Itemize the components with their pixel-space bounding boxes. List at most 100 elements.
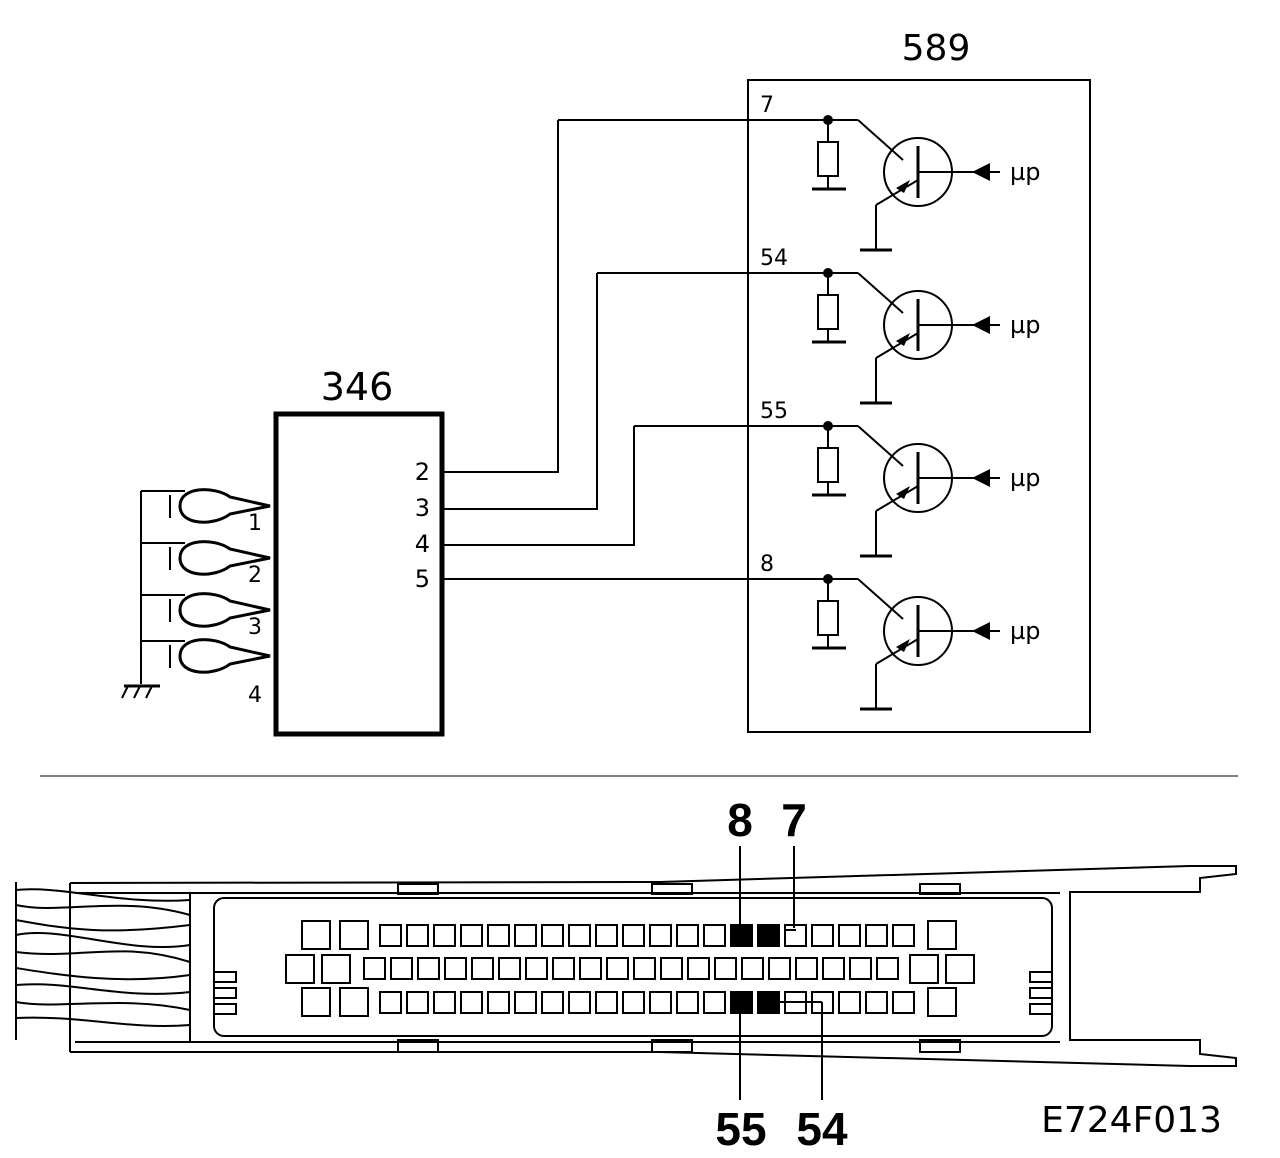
- coil-shape: [178, 488, 271, 524]
- pin: [822, 957, 845, 980]
- pin: [541, 991, 564, 1014]
- wire-harness: [15, 882, 191, 1040]
- resistor: [817, 141, 839, 177]
- large-pin: [909, 954, 939, 984]
- emitter-arrow-icon: [896, 180, 910, 193]
- resistor: [817, 294, 839, 330]
- pin: [363, 957, 386, 980]
- pin: [768, 957, 791, 980]
- driver-stage-4: 8 µp: [748, 552, 1041, 711]
- pin: [703, 991, 726, 1014]
- sensor-coils: 1 2 3 4: [121, 488, 271, 708]
- callout-pin-8: 8: [727, 794, 753, 846]
- arrow-icon: [972, 163, 990, 181]
- pin: [676, 991, 699, 1014]
- pin: [514, 991, 537, 1014]
- pin: [811, 924, 834, 947]
- pin: [568, 991, 591, 1014]
- large-pin: [945, 954, 975, 984]
- pin: [433, 991, 456, 1014]
- pin: [865, 924, 888, 947]
- driver-stage-3: 55 µp: [634, 399, 1041, 558]
- coil-label: 4: [248, 683, 262, 708]
- connector-face: [213, 897, 1053, 1037]
- pin: [390, 957, 413, 980]
- callout-pin-54: 54: [796, 1103, 848, 1155]
- arrow-icon: [972, 469, 990, 487]
- ecu-pin-label: 55: [760, 399, 788, 424]
- emitter-arrow-icon: [896, 333, 910, 346]
- coil-shape: [178, 540, 271, 576]
- pin: [892, 924, 915, 947]
- highlighted-pin: [730, 991, 753, 1014]
- emitter: [875, 179, 919, 206]
- driver-stage-1: 7 µp: [558, 93, 1041, 252]
- pin: [892, 991, 915, 1014]
- pin: [649, 924, 672, 947]
- emitter-arrow-icon: [896, 639, 910, 652]
- pin: [703, 924, 726, 947]
- pin: [444, 957, 467, 980]
- pin: [876, 957, 899, 980]
- large-pin: [927, 987, 957, 1017]
- ground-symbol-icon: [121, 684, 160, 699]
- coil-shape: [178, 592, 271, 628]
- large-pin: [285, 954, 315, 984]
- pin: [471, 957, 494, 980]
- pin: [525, 957, 548, 980]
- callout-pin-7: 7: [781, 794, 807, 846]
- highlighted-pin: [757, 924, 780, 947]
- collector: [857, 119, 904, 161]
- pin: [687, 957, 710, 980]
- pin: [541, 924, 564, 947]
- pin: [406, 924, 429, 947]
- signal-label: µp: [1010, 158, 1041, 186]
- pin: [865, 991, 888, 1014]
- pin: [622, 991, 645, 1014]
- resistor: [817, 600, 839, 636]
- figure-code: E724F013: [1041, 1100, 1222, 1141]
- coil-1: 1: [141, 488, 271, 536]
- pin: [676, 924, 699, 947]
- coil-4: 4: [141, 638, 271, 708]
- pin: [568, 924, 591, 947]
- emitter: [875, 485, 919, 512]
- ecu-589: 589: [747, 28, 1091, 733]
- signal-label: µp: [1010, 464, 1041, 492]
- large-pin: [339, 987, 369, 1017]
- sensor-label: 346: [321, 365, 394, 409]
- wire-3-to-54: [442, 273, 598, 510]
- coil-label: 1: [248, 511, 262, 536]
- coil-2: 2: [141, 540, 271, 588]
- collector: [857, 578, 904, 620]
- emitter: [875, 638, 919, 665]
- pin: [714, 957, 737, 980]
- pin: [633, 957, 656, 980]
- coil-label: 3: [248, 615, 262, 640]
- wire-4-to-55: [442, 426, 635, 546]
- pin: [487, 991, 510, 1014]
- signal-label: µp: [1010, 617, 1041, 645]
- pin: [379, 924, 402, 947]
- sensor-346: 346 2 3 4 5: [273, 365, 445, 737]
- pin: [795, 957, 818, 980]
- ecu-pin-label: 54: [760, 246, 788, 271]
- pin: [514, 924, 537, 947]
- ecu-pin-label: 8: [760, 552, 774, 577]
- connector-housing: [69, 865, 1237, 1067]
- emitter: [875, 332, 919, 359]
- sensor-pin-label: 2: [415, 458, 430, 486]
- pin: [433, 924, 456, 947]
- arrow-icon: [972, 316, 990, 334]
- pin: [649, 991, 672, 1014]
- ecu-box: [747, 79, 1091, 733]
- ecu-label: 589: [902, 28, 971, 69]
- signal-wires: [442, 120, 748, 580]
- highlighted-pin: [757, 991, 780, 1014]
- collector: [857, 272, 904, 314]
- ecu-connector: 8 7 55 54: [15, 794, 1237, 1155]
- arrow-icon: [972, 622, 990, 640]
- large-pin: [339, 920, 369, 950]
- pin: [417, 957, 440, 980]
